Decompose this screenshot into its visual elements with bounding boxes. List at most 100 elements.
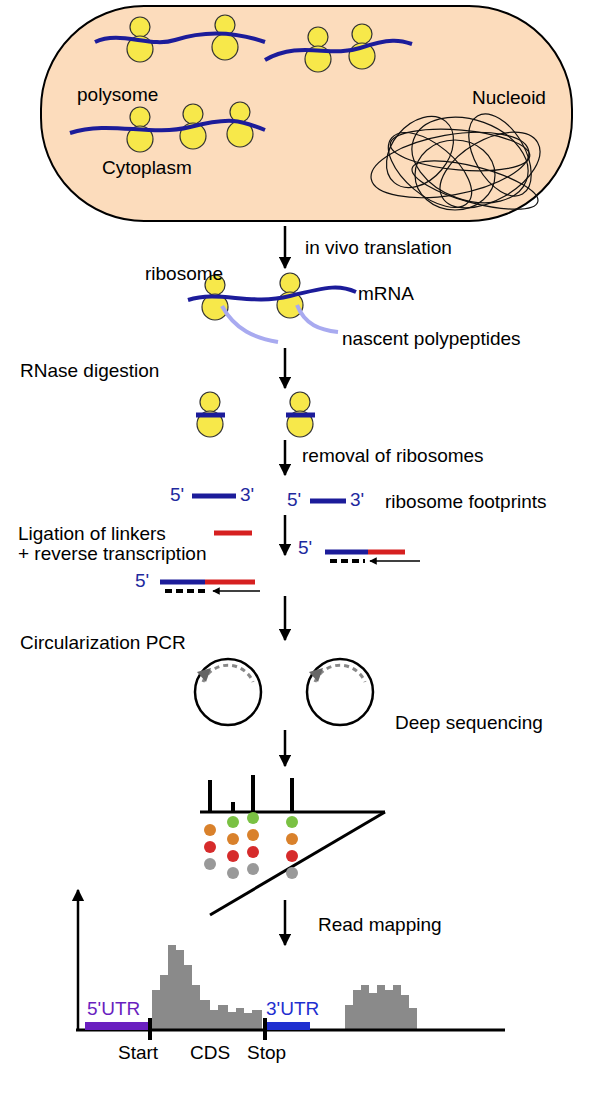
step-label: mRNA	[358, 283, 414, 305]
ribosome	[349, 24, 375, 69]
footprint	[160, 580, 205, 585]
rt-primer-arrow	[370, 560, 420, 562]
mrna-strand	[265, 41, 412, 60]
step-arrow	[284, 440, 287, 475]
ribosome	[127, 17, 153, 62]
nascent-polypeptide	[222, 306, 278, 342]
step-label: 5'	[287, 489, 301, 511]
base-dot	[227, 833, 239, 845]
ribosome	[277, 273, 303, 318]
step-label: 5'	[135, 570, 149, 592]
footprints	[192, 496, 346, 501]
read-bar	[290, 778, 294, 812]
read-mapping-plot	[76, 890, 505, 1040]
pcr-arc	[203, 665, 253, 682]
pcr-arc	[315, 665, 365, 682]
linker	[205, 580, 255, 585]
pcr-arrowhead	[309, 668, 323, 682]
mrna-fragment	[196, 413, 225, 418]
dna-loop	[376, 119, 485, 222]
read-bar	[231, 802, 235, 812]
step-label: ribosome footprints	[385, 491, 547, 513]
step-label: Read mapping	[318, 914, 442, 936]
ribosome	[227, 102, 253, 147]
dna-loop	[415, 140, 495, 210]
base-dot	[286, 867, 298, 879]
step-label: Start	[118, 1042, 158, 1064]
nascent-polypeptide	[297, 305, 338, 332]
sequencing-reads	[200, 775, 385, 915]
dna-loop	[366, 122, 534, 209]
start-tick	[148, 1018, 152, 1040]
step-arrow	[284, 226, 287, 268]
utr5-bar	[85, 1022, 150, 1030]
cdna-circle	[307, 659, 373, 725]
step-arrow	[284, 730, 287, 766]
mrna-strand	[95, 34, 265, 43]
dna-loop	[373, 103, 467, 200]
ribosome	[212, 15, 238, 60]
cdna	[165, 589, 208, 593]
base-dot	[247, 829, 259, 841]
step-label: 3'UTR	[266, 998, 319, 1020]
step-label: Ligation of linkers + reverse transcript…	[18, 524, 216, 564]
pcr-arrowhead	[197, 668, 211, 682]
cell-outline: polysome NucleoidCytoplasm	[40, 5, 573, 222]
compartment-label: polysome	[77, 84, 158, 106]
cdna	[330, 559, 365, 563]
compartment-label: Nucleoid	[472, 87, 546, 109]
ribosome	[180, 104, 206, 149]
step-label: Stop	[247, 1042, 286, 1064]
ribosome	[127, 107, 153, 152]
step-label: removal of ribosomes	[302, 445, 484, 467]
utr3-bar	[265, 1022, 310, 1030]
read-bar	[208, 780, 212, 812]
footprint	[325, 550, 368, 555]
footprint	[192, 494, 236, 499]
compartment-label: Cytoplasm	[102, 157, 192, 179]
step-label: 5'	[170, 484, 184, 506]
dna-loop	[456, 104, 544, 207]
step-label: RNase digestion	[20, 360, 159, 382]
dna-loop	[427, 117, 552, 224]
dna-loop	[389, 124, 532, 176]
cds-histogram	[152, 945, 262, 1030]
footprint	[310, 499, 346, 504]
mrna-strand	[188, 287, 356, 300]
base-dot	[286, 833, 298, 845]
mrna-strand	[70, 121, 265, 133]
base-dot	[247, 863, 259, 875]
ribosome	[305, 27, 331, 72]
base-dot	[204, 824, 216, 836]
step-arrow	[284, 348, 287, 388]
step-label: nascent polypeptides	[342, 328, 521, 350]
step-arrow	[284, 515, 287, 555]
genome-axis	[76, 1029, 505, 1032]
base-dot	[286, 816, 298, 828]
polysomes	[70, 15, 412, 152]
stop-tick	[263, 1018, 267, 1040]
flowcell-line	[200, 811, 385, 814]
rt-primer-arrow	[213, 590, 260, 592]
step-label: in vivo translation	[305, 237, 452, 259]
base-dot	[227, 867, 239, 879]
nucleoid-dna	[366, 102, 553, 224]
step-arrow	[284, 900, 287, 945]
step-label: 5'UTR	[87, 998, 140, 1020]
step-label: 3'	[240, 484, 254, 506]
step-arrow	[284, 596, 287, 640]
ribosome	[287, 392, 313, 437]
protected-fragments	[196, 392, 315, 437]
downstream-histogram	[345, 985, 417, 1030]
dna-loop	[408, 151, 543, 219]
step-label: Deep sequencing	[395, 712, 543, 734]
step-label: ribosome	[145, 263, 223, 285]
mrna-fragment	[286, 413, 315, 418]
base-dot	[227, 816, 239, 828]
linker-sample	[214, 531, 252, 536]
ribosome	[197, 392, 223, 437]
step-label: 3'	[350, 489, 364, 511]
y-axis	[77, 890, 80, 1031]
